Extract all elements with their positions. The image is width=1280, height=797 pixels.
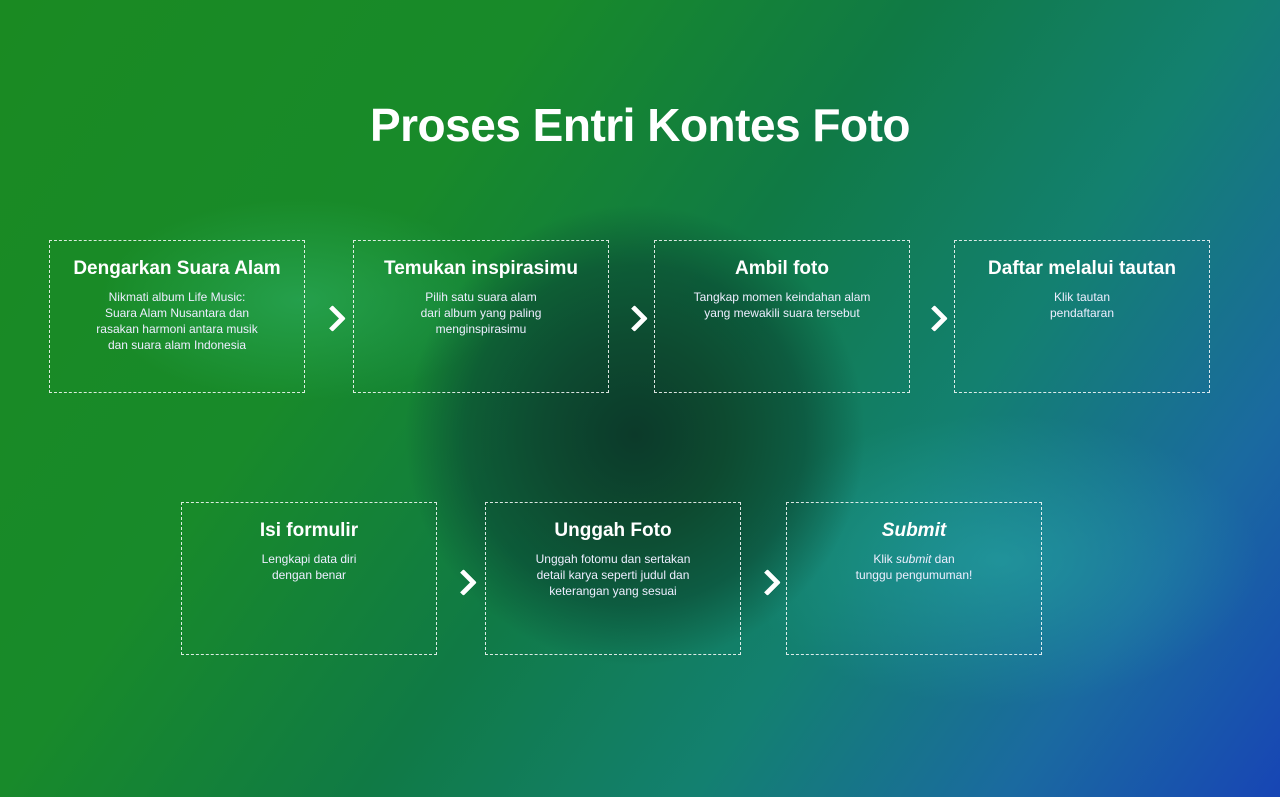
desc-line: dan suara alam Indonesia [107, 338, 247, 352]
chevron-right-icon [621, 305, 648, 332]
page-title: Proses Entri Kontes Foto [369, 99, 911, 151]
desc-text: dan [931, 552, 955, 566]
step-card-2: Temukan inspirasimu Pilih satu suara ala… [353, 240, 609, 393]
desc-line: Lengkapi data diri [261, 552, 357, 566]
desc-line: Klik tautan [1053, 290, 1111, 304]
desc-line: dari album yang paling [420, 306, 542, 320]
desc-line: keterangan yang sesuai [549, 584, 677, 598]
step-description: Unggah fotomu dan sertakan detail karya s… [486, 551, 740, 599]
desc-line: dengan benar [271, 568, 347, 582]
desc-emphasis: submit [895, 552, 932, 566]
step-card-1: Dengarkan Suara Alam Nikmati album Life … [49, 240, 305, 393]
step-card-4: Daftar melalui tautan Klik tautan pendaft… [954, 240, 1210, 393]
desc-line: Unggah fotomu dan sertakan [535, 552, 691, 566]
step-description: Klik tautan pendaftaran [955, 289, 1209, 321]
desc-line: Suara Alam Nusantara dan [104, 306, 250, 320]
step-title: Ambil foto [735, 258, 829, 279]
desc-line: Tangkap momen keindahan alam [693, 290, 871, 304]
step-title: Isi formulir [259, 520, 359, 541]
desc-line: pendaftaran [1049, 306, 1115, 320]
desc-line: Nikmati album Life Music: [108, 290, 246, 304]
step-description: Tangkap momen keindahan alam yang mewakil… [655, 289, 909, 321]
desc-line: detail karya seperti judul dan [536, 568, 690, 582]
step-description: Nikmati album Life Music: Suara Alam Nusa… [50, 289, 304, 353]
desc-line: Pilih satu suara alam [425, 290, 537, 304]
step-title: Dengarkan Suara Alam [73, 258, 281, 279]
chevron-right-icon [921, 305, 948, 332]
step-title: Daftar melalui tautan [988, 258, 1176, 279]
step-card-5: Isi formulir Lengkapi data diri dengan be… [181, 502, 437, 655]
desc-line: yang mewakili suara tersebut [704, 306, 860, 320]
desc-text: Klik [873, 552, 896, 566]
step-description: Pilih satu suara alam dari album yang pal… [354, 289, 608, 337]
desc-line: tunggu pengumuman! [855, 568, 973, 582]
desc-line: rasakan harmoni antara musik [96, 322, 258, 336]
chevron-right-icon [319, 305, 346, 332]
step-card-6: Unggah Foto Unggah fotomu dan sertakan de… [485, 502, 741, 655]
desc-line: menginspirasimu [435, 322, 527, 336]
step-title: Submit [881, 520, 947, 541]
chevron-right-icon [450, 569, 477, 596]
step-title: Unggah Foto [554, 520, 672, 541]
step-card-3: Ambil foto Tangkap momen keindahan alam y… [654, 240, 910, 393]
step-title: Temukan inspirasimu [384, 258, 578, 279]
desc-line: Klik submit dan [787, 551, 1041, 567]
chevron-right-icon [754, 569, 781, 596]
step-description: Lengkapi data diri dengan benar [182, 551, 436, 583]
